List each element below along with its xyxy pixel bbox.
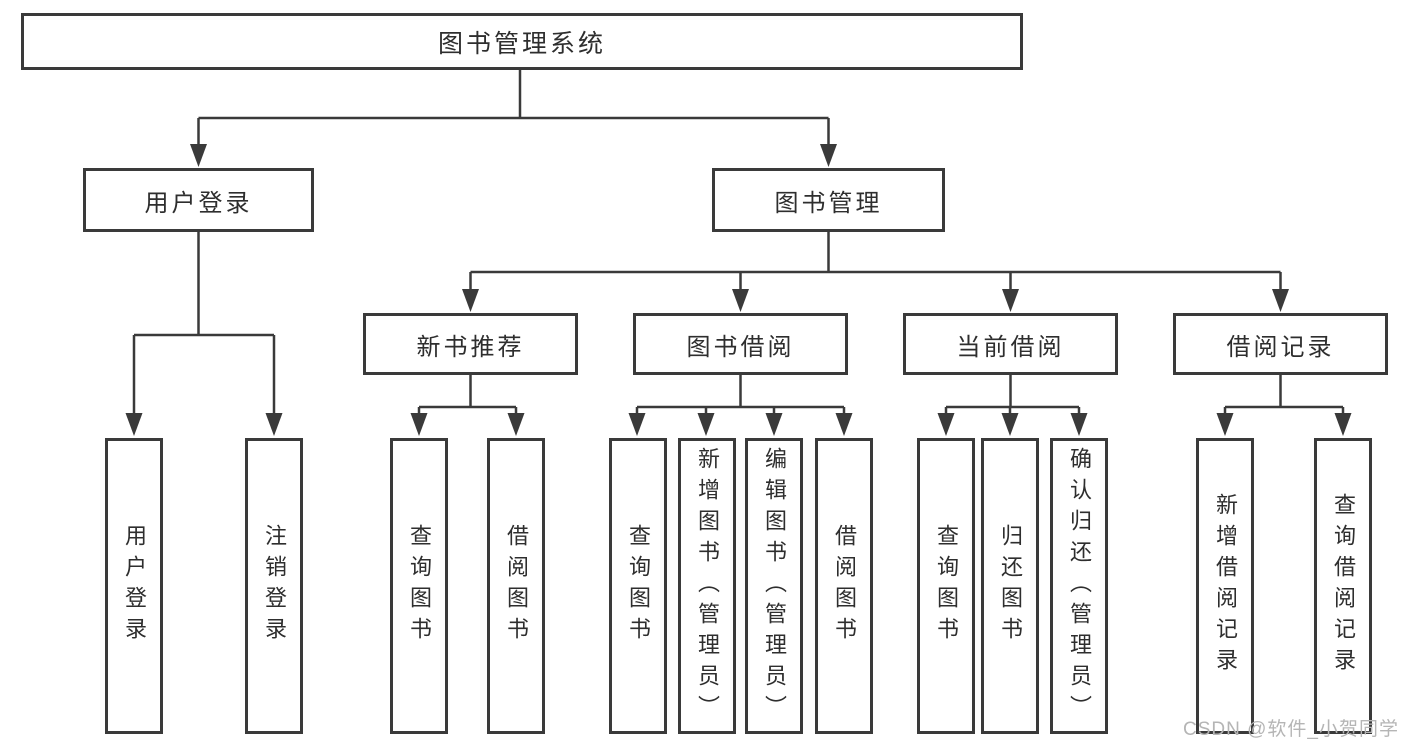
arrowhead	[462, 289, 479, 312]
leaf-borrowing-add-books-admin-label: 新增图书（管理员）	[695, 446, 720, 726]
arrowhead	[507, 413, 525, 436]
connector-root-to-level2	[190, 70, 837, 167]
node-borrowing-records: 借阅记录	[1173, 313, 1388, 375]
arrowhead	[937, 413, 955, 436]
leaf-records-add-record-label: 新增借阅记录	[1213, 493, 1238, 679]
leaf-recommend-query-books-label: 查询图书	[407, 524, 432, 648]
node-current-borrowing-label: 当前借阅	[956, 333, 1065, 361]
leaf-borrowing-query-books-label: 查询图书	[626, 524, 651, 648]
leaf-user-login: 用户登录	[105, 438, 163, 734]
arrowhead	[1334, 413, 1352, 436]
node-book-management-label: 图书管理	[774, 189, 883, 217]
connector-book-borrowing-children	[628, 375, 853, 436]
leaf-user-login-label: 用户登录	[122, 524, 147, 648]
leaf-current-return-books: 归还图书	[981, 438, 1039, 734]
arrowhead	[190, 144, 207, 167]
node-user-login: 用户登录	[83, 168, 314, 232]
connector-new-book-recommend-children	[410, 375, 525, 436]
leaf-current-confirm-return-admin-label: 确认归还（管理员）	[1067, 446, 1092, 726]
arrowhead	[732, 289, 749, 312]
leaf-recommend-borrow-books: 借阅图书	[487, 438, 545, 734]
node-root: 图书管理系统	[21, 13, 1023, 70]
connector-user-login-children	[125, 232, 283, 436]
arrowhead	[835, 413, 853, 436]
node-book-borrowing: 图书借阅	[633, 313, 848, 375]
arrowhead	[1272, 289, 1289, 312]
leaf-borrowing-borrow-books: 借阅图书	[815, 438, 873, 734]
leaf-recommend-borrow-books-label: 借阅图书	[504, 524, 529, 648]
node-book-borrowing-label: 图书借阅	[686, 333, 795, 361]
node-new-book-recommend: 新书推荐	[363, 313, 578, 375]
arrowhead	[1002, 289, 1019, 312]
leaf-logout-label: 注销登录	[262, 524, 287, 648]
connector-book-management-children	[462, 232, 1289, 312]
arrowhead	[697, 413, 715, 436]
node-root-label: 图书管理系统	[437, 29, 606, 58]
arrowhead	[1001, 413, 1019, 436]
node-book-management: 图书管理	[712, 168, 945, 232]
leaf-records-query-record: 查询借阅记录	[1314, 438, 1372, 734]
connector-borrowing-records-children	[1216, 375, 1352, 436]
watermark: CSDN @软件_小贺同学	[1183, 719, 1399, 740]
node-borrowing-records-label: 借阅记录	[1226, 333, 1335, 361]
arrowhead	[1216, 413, 1234, 436]
node-new-book-recommend-label: 新书推荐	[416, 333, 525, 361]
connector-current-borrowing-children	[937, 375, 1088, 436]
leaf-borrowing-add-books-admin: 新增图书（管理员）	[678, 438, 736, 734]
leaf-records-add-record: 新增借阅记录	[1196, 438, 1254, 734]
leaf-current-query-books-label: 查询图书	[934, 524, 959, 648]
leaf-current-query-books: 查询图书	[917, 438, 975, 734]
leaf-recommend-query-books: 查询图书	[390, 438, 448, 734]
arrowhead	[410, 413, 428, 436]
leaf-records-query-record-label: 查询借阅记录	[1331, 493, 1356, 679]
node-current-borrowing: 当前借阅	[903, 313, 1118, 375]
node-user-login-label: 用户登录	[144, 189, 253, 217]
arrowhead	[820, 144, 837, 167]
leaf-borrowing-edit-books-admin: 编辑图书（管理员）	[745, 438, 803, 734]
leaf-current-return-books-label: 归还图书	[998, 524, 1023, 648]
arrowhead	[125, 413, 143, 436]
leaf-borrowing-query-books: 查询图书	[609, 438, 667, 734]
arrowhead	[628, 413, 646, 436]
leaf-borrowing-borrow-books-label: 借阅图书	[832, 524, 857, 648]
arrowhead	[1070, 413, 1088, 436]
leaf-current-confirm-return-admin: 确认归还（管理员）	[1050, 438, 1108, 734]
leaf-logout: 注销登录	[245, 438, 303, 734]
arrowhead	[765, 413, 783, 436]
leaf-borrowing-edit-books-admin-label: 编辑图书（管理员）	[762, 446, 787, 726]
arrowhead	[265, 413, 283, 436]
